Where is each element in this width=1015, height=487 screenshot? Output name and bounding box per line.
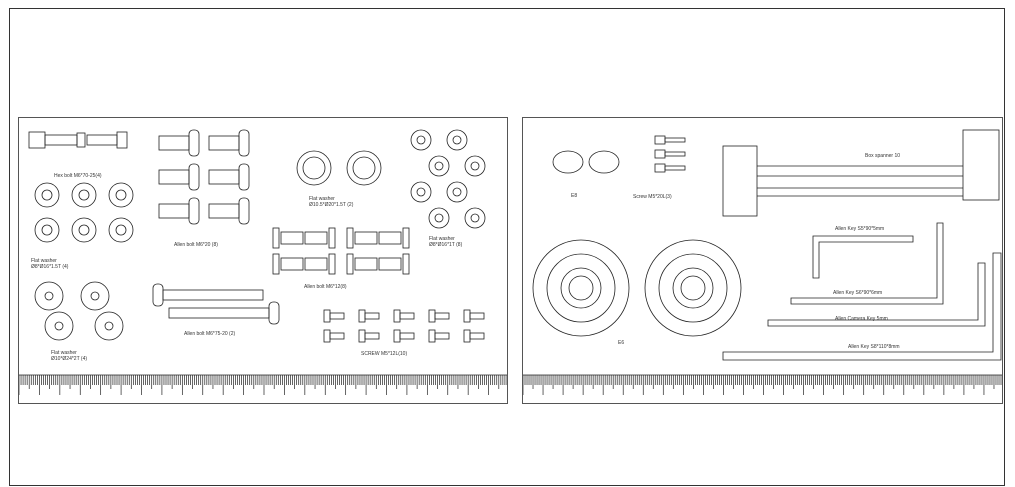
label-washer-g: Flat washer Ø8*Ø16*1T (8) <box>429 236 463 248</box>
label-allen-key-8: Allen Key S8*110*8mm <box>848 344 900 350</box>
label-washer-d: Flat washer Ø10*Ø24*2T (4) <box>51 350 88 362</box>
label-e6: E6 <box>618 340 625 346</box>
label-allen-key-5: Allen Key S5*90*5mm <box>835 226 885 232</box>
ruler-right <box>523 374 1002 395</box>
label-box-spanner: Box spanner 10 <box>865 153 901 159</box>
hardware-panel-left: Hex bolt M6*70-25(4) Flat washer Ø8*Ø16*… <box>18 117 508 404</box>
label-allen-bolt-20: Allen bolt M6*20 (8) <box>174 242 218 248</box>
label-allen-bolt-stub: Allen bolt M6*12(8) <box>304 284 347 290</box>
label-hex-bolt: Hex bolt M6*70-25(4) <box>54 173 102 179</box>
label-e8: E8 <box>571 193 578 199</box>
label-screw-small: SCREW M5*12L(10) <box>361 351 408 357</box>
label-allen-key-6: Allen Key S6*90*6mm <box>833 290 883 296</box>
hardware-illustration-left <box>28 129 486 343</box>
instruction-page: Hex bolt M6*70-25(4) Flat washer Ø8*Ø16*… <box>9 8 1005 486</box>
ruler-left <box>19 374 507 395</box>
label-allen-bolt-long: Allen bolt M6*75-20 (2) <box>184 331 236 337</box>
label-washer-b: Flat washer Ø8*Ø16*1.5T (4) <box>31 258 69 270</box>
hardware-illustration-right <box>532 129 1002 361</box>
label-washer-f: Flat washer Ø10.5*Ø20*1.5T (2) <box>309 196 354 208</box>
label-screw-m5: Screw M5*20L(3) <box>633 194 672 200</box>
label-allen-camera-key: Allen Camera Key 5mm <box>835 316 888 322</box>
hardware-panel-right: E8 Screw M5*20L(3) Box spanner 10 Allen … <box>522 117 1003 404</box>
